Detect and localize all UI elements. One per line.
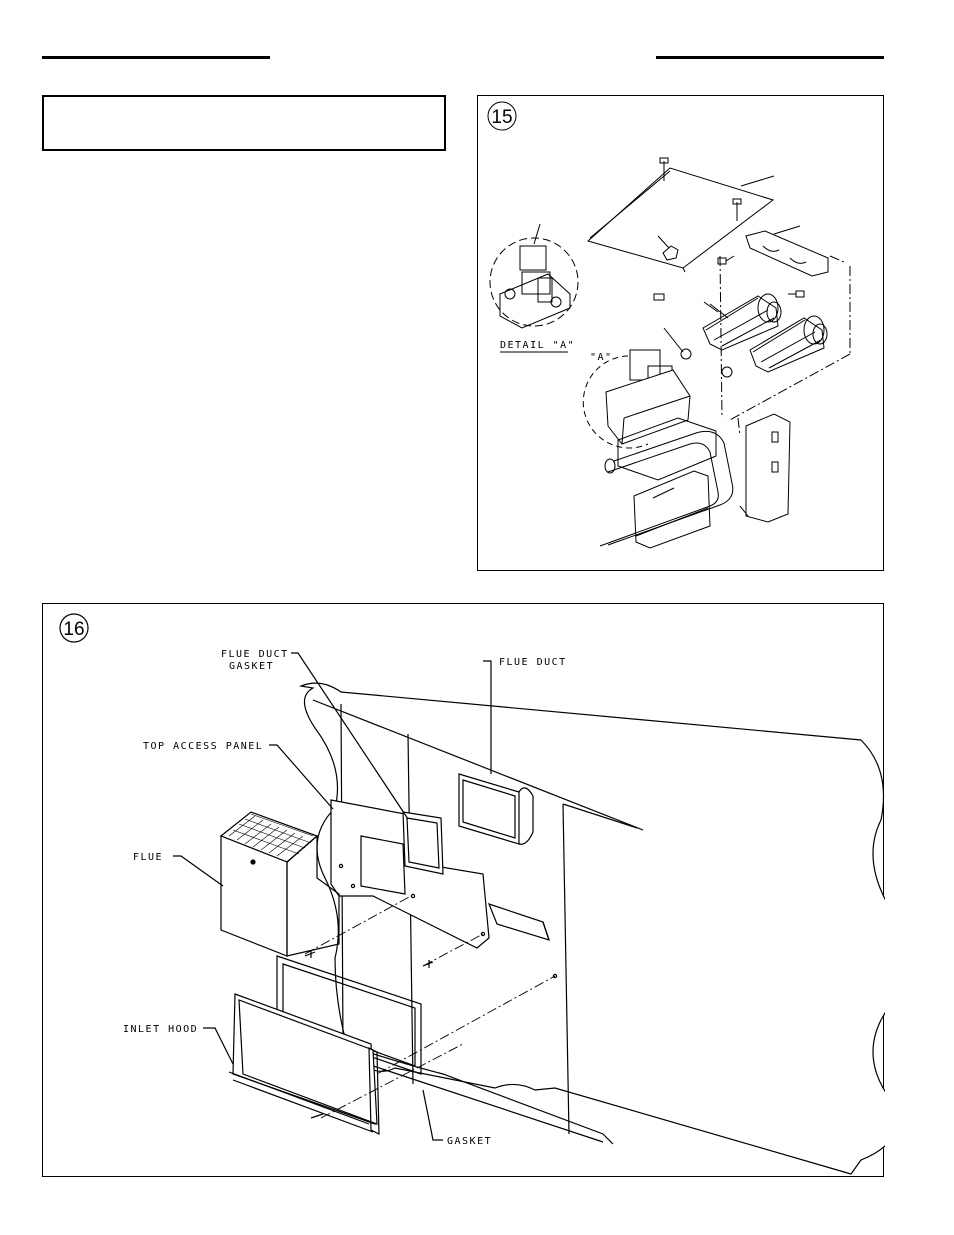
note-box <box>42 95 446 151</box>
figure-16: 16 FLUE DUCT GASKET FLUE DUCT TOP ACCESS… <box>42 603 885 1177</box>
header-rule-right <box>656 56 884 59</box>
detail-a-label: DETAIL "A" <box>500 340 575 351</box>
figure-16-number: 16 <box>63 619 84 640</box>
figure-16-number-circle <box>59 613 89 643</box>
figure-16-drawing: 16 FLUE DUCT GASKET FLUE DUCT TOP ACCESS… <box>59 613 885 1175</box>
gasket-label: GASKET <box>447 1136 492 1147</box>
flue-label: FLUE <box>133 852 163 863</box>
figure-15-drawing: 15 DETAIL "A" "A" <box>487 101 851 549</box>
flue-duct-gasket-label-line2: GASKET <box>229 661 274 672</box>
top-access-panel-label: TOP ACCESS PANEL <box>143 741 263 752</box>
callout-a-label: "A" <box>590 352 613 363</box>
flue-duct-gasket-label-line1: FLUE DUCT <box>221 649 289 660</box>
flue-duct-label: FLUE DUCT <box>499 657 567 668</box>
header-rule-left <box>42 56 270 59</box>
inlet-hood-label: INLET HOOD <box>123 1024 198 1035</box>
figure-15-number: 15 <box>491 107 512 128</box>
figure-15: 15 DETAIL "A" "A" <box>477 95 884 571</box>
figure-15-number-circle <box>487 101 517 131</box>
